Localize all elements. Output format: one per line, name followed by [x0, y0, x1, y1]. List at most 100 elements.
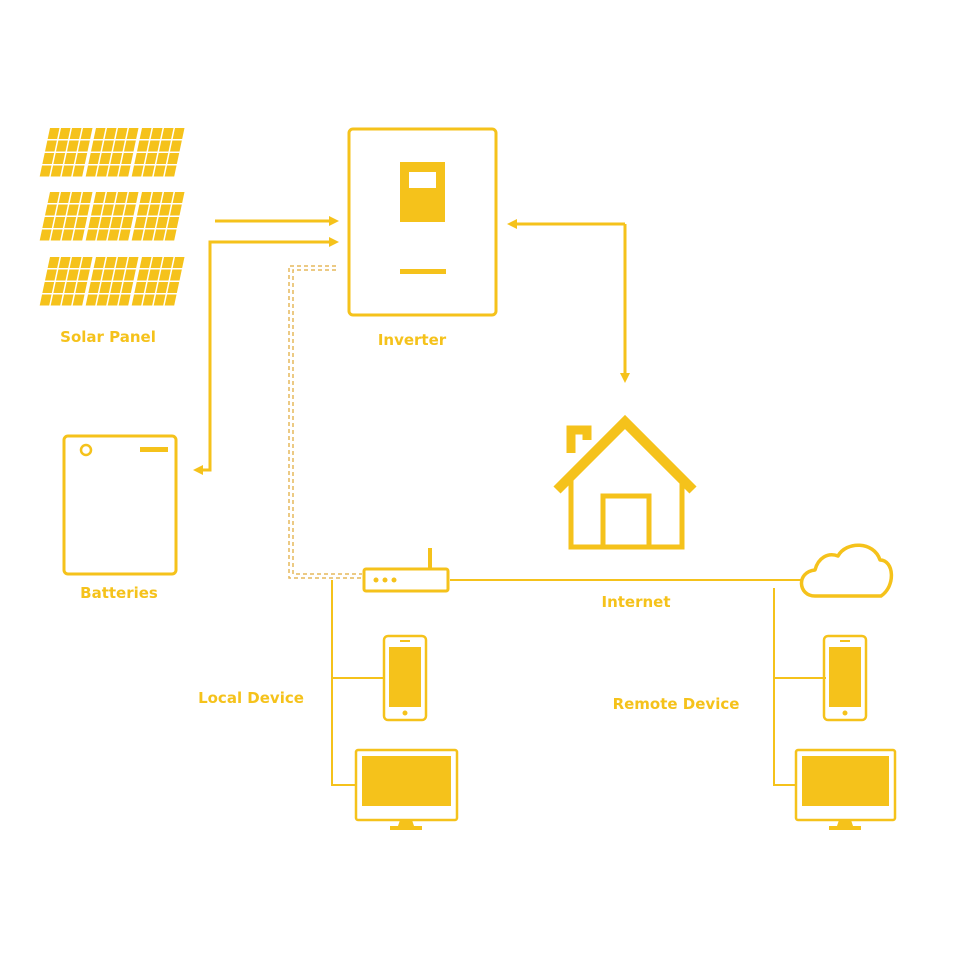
solar-cell: [115, 257, 128, 268]
solar-cell: [75, 217, 88, 228]
solar-cell: [58, 128, 71, 139]
solar-cell: [131, 294, 144, 306]
inverter-icon: [347, 127, 498, 317]
solar-cell: [64, 153, 77, 164]
solar-cell: [88, 282, 101, 293]
solar-cell: [121, 153, 134, 164]
solar-panel-label: Solar Panel: [60, 328, 156, 346]
solar-cell: [80, 257, 93, 268]
solar-cell: [142, 229, 155, 241]
solar-cell: [107, 294, 120, 306]
solar-cell: [113, 140, 125, 152]
solar-cell: [80, 192, 93, 203]
solar-cell: [110, 217, 123, 228]
solar-cell: [45, 140, 57, 152]
solar-cell: [88, 153, 101, 164]
solar-cell: [102, 204, 114, 216]
solar-cell: [56, 204, 68, 216]
solar-cell: [110, 282, 123, 293]
battery-inverter-arrow: [193, 240, 335, 475]
solar-cell: [91, 140, 103, 152]
solar-cell: [67, 204, 79, 216]
dashed-data-line: [288, 265, 362, 579]
batteries-label: Batteries: [80, 584, 158, 602]
solar-cell: [50, 229, 63, 241]
solar-cell: [93, 257, 106, 268]
solar-cell: [91, 204, 103, 216]
solar-cell: [78, 269, 90, 281]
solar-cell: [104, 128, 117, 139]
solar-cell: [47, 192, 60, 203]
solar-cell: [118, 165, 131, 177]
solar-cell: [50, 294, 63, 306]
solar-cell: [93, 128, 106, 139]
solar-cell: [102, 269, 114, 281]
solar-cell: [72, 294, 85, 306]
solar-cell: [75, 282, 88, 293]
inverter-label: Inverter: [377, 331, 447, 349]
solar-cell: [148, 204, 160, 216]
solar-cell: [121, 282, 134, 293]
solar-cell: [115, 192, 128, 203]
solar-cell: [61, 294, 74, 306]
solar-cell: [113, 269, 125, 281]
solar-cell: [75, 153, 88, 164]
solar-cell: [85, 165, 98, 177]
solar-cell: [96, 165, 109, 177]
solar-cell: [72, 229, 85, 241]
remote-device-branch: [773, 588, 796, 786]
solar-cell: [39, 229, 52, 241]
solar-cell: [153, 294, 166, 306]
solar-cell: [88, 217, 101, 228]
solar-cell: [131, 165, 144, 177]
solar-cell: [156, 153, 169, 164]
solar-cell: [167, 217, 180, 228]
solar-cell: [153, 165, 166, 177]
solar-cell: [148, 269, 160, 281]
solar-cell: [69, 257, 82, 268]
solar-cell: [121, 217, 134, 228]
solar-cell: [85, 294, 98, 306]
solar-cell: [145, 153, 158, 164]
solar-cell: [80, 128, 93, 139]
solar-cell: [56, 140, 68, 152]
solar-cell: [124, 140, 136, 152]
connection-lines: [193, 216, 826, 786]
solar-cell: [102, 140, 114, 152]
solar-cell: [47, 128, 60, 139]
solar-cell: [134, 153, 147, 164]
solar-cell: [58, 257, 71, 268]
solar-cell: [69, 192, 82, 203]
solar-cell: [156, 217, 169, 228]
solar-cell: [134, 282, 147, 293]
solar-cell: [53, 217, 66, 228]
solar-cell: [45, 204, 57, 216]
solar-cell: [110, 153, 123, 164]
solar-cell: [167, 282, 180, 293]
solar-cell: [118, 294, 131, 306]
solar-cell: [67, 269, 79, 281]
solar-cell: [91, 269, 103, 281]
house-icon: [553, 414, 697, 550]
solar-cell: [139, 192, 152, 203]
solar-cell: [72, 165, 85, 177]
solar-cell: [107, 229, 120, 241]
solar-cell: [104, 192, 117, 203]
remote-monitor-icon: [794, 748, 897, 830]
remote-smartphone-icon: [822, 634, 868, 722]
solar-cell: [137, 204, 149, 216]
solar-cell: [137, 140, 149, 152]
local-smartphone-icon: [382, 634, 428, 722]
solar-cell: [142, 294, 155, 306]
solar-cell: [170, 140, 182, 152]
solar-cell: [156, 282, 169, 293]
solar-cell: [150, 257, 163, 268]
solar-cell: [56, 269, 68, 281]
solar-cell: [42, 282, 55, 293]
solar-cell: [115, 128, 128, 139]
solar-cell: [42, 217, 55, 228]
solar-cell: [39, 165, 52, 177]
solar-cell: [104, 257, 117, 268]
solar-cell: [99, 282, 112, 293]
solar-cell: [93, 192, 106, 203]
